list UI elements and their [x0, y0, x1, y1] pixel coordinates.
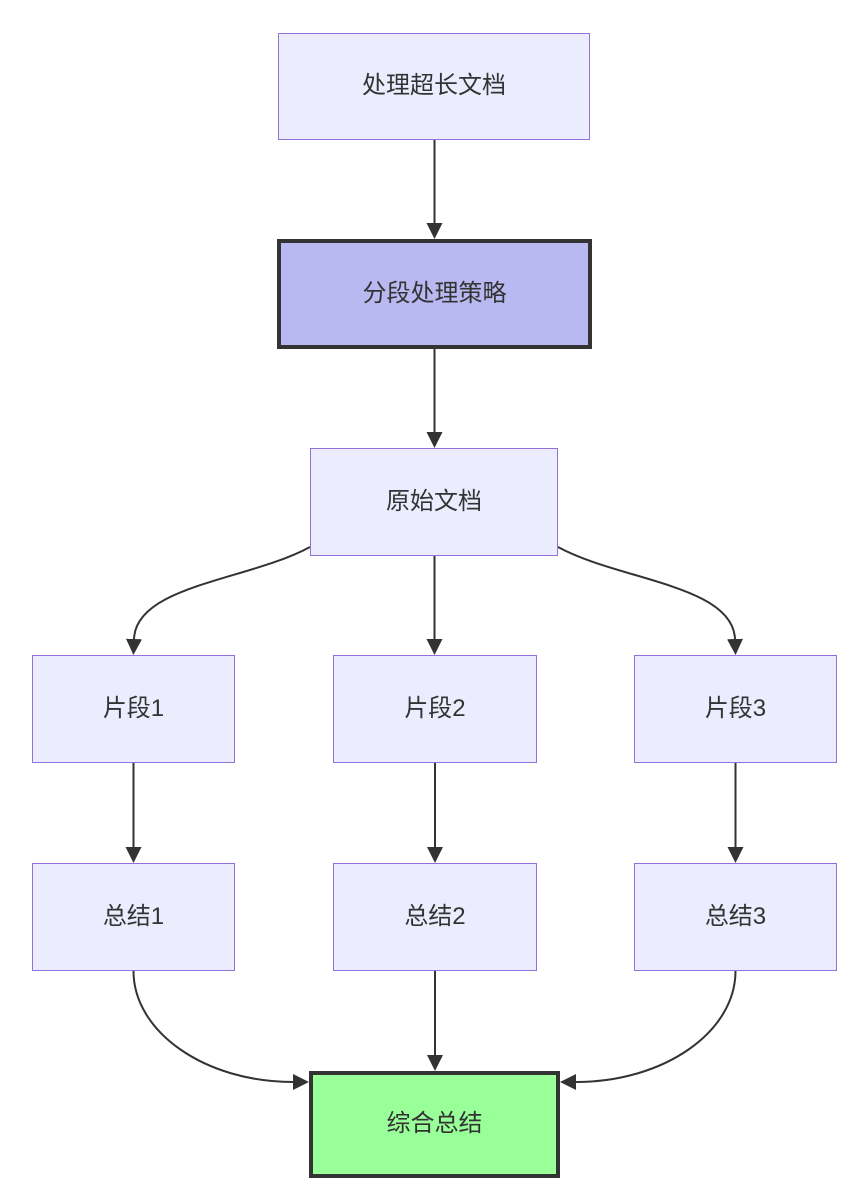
node-original-doc: 原始文档	[310, 448, 558, 556]
node-final-summary: 综合总结	[309, 1071, 560, 1178]
edge-original-to-fragment-3	[557, 546, 743, 655]
node-summary-3: 总结3	[634, 863, 837, 971]
edge-summary-3-to-final	[560, 970, 737, 1090]
node-summary-2: 总结2	[333, 863, 537, 971]
edge-summary-1-to-final	[132, 970, 309, 1090]
node-summary-1: 总结1	[32, 863, 235, 971]
node-fragment-2: 片段2	[333, 655, 537, 763]
node-process-long-doc: 处理超长文档	[278, 33, 590, 140]
node-fragment-3: 片段3	[634, 655, 837, 763]
edge-original-to-fragment-1	[126, 546, 311, 655]
node-fragment-1: 片段1	[32, 655, 235, 763]
node-segmentation-strategy: 分段处理策略	[277, 239, 592, 349]
